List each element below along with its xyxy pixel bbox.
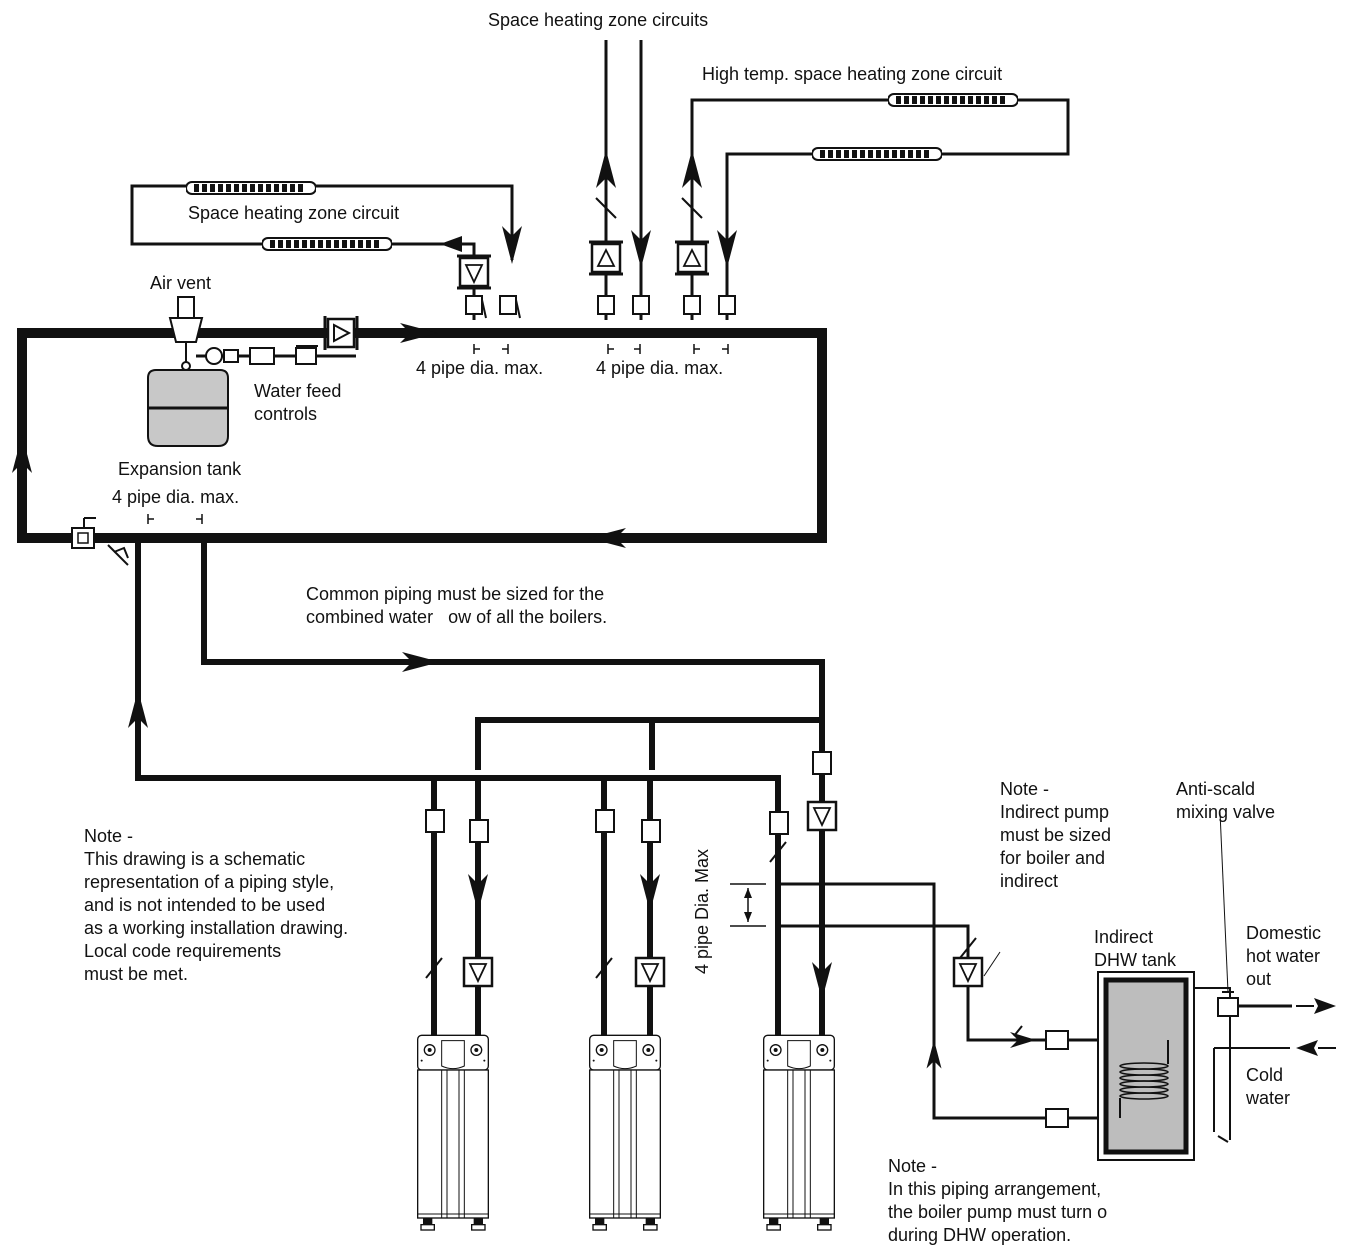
label-pipe-dia-max-1: 4 pipe dia. max. bbox=[416, 358, 544, 378]
leader-line bbox=[983, 951, 1001, 977]
label-space-heating-zone-circuits: Space heating zone circuits bbox=[488, 10, 709, 30]
note-boiler-pump: Note - In this piping arrangement, the b… bbox=[888, 1156, 1108, 1245]
label-indirect-dhw-tank: Indirect DHW tank bbox=[1094, 927, 1177, 970]
flow-arrow-left-icon bbox=[440, 236, 462, 252]
note-schematic: Note - This drawing is a schematic repre… bbox=[84, 826, 349, 984]
label-anti-scald: Anti-scald mixing valve bbox=[1176, 779, 1276, 822]
label-pipe-dia-max-left: 4 pipe dia. max. bbox=[112, 487, 240, 507]
water-feed-icon bbox=[196, 345, 356, 365]
label-cold-water: Cold water bbox=[1246, 1065, 1291, 1108]
spacing-ticks bbox=[147, 344, 729, 524]
label-air-vent: Air vent bbox=[150, 273, 212, 293]
high-temp-zone-circuit bbox=[675, 93, 1070, 320]
expansion-tank-icon bbox=[147, 369, 229, 447]
note-indirect-pump: Note - Indirect pump must be sized for b… bbox=[1000, 779, 1112, 891]
expansion-tank-assembly bbox=[147, 296, 356, 447]
space-heating-zone-circuit bbox=[130, 181, 522, 320]
primary-loop bbox=[12, 316, 827, 548]
boiler-2-icon bbox=[588, 1034, 662, 1231]
label-water-feed-controls: Water feed controls bbox=[254, 381, 342, 424]
label-high-temp-zone-circuit: High temp. space heating zone circuit bbox=[702, 64, 1003, 84]
label-common-piping: Common piping must be sized for the comb… bbox=[306, 584, 608, 627]
label-expansion-tank: Expansion tank bbox=[118, 459, 242, 479]
boiler-branches bbox=[425, 751, 838, 1040]
anti-scald-valve-icon bbox=[1194, 811, 1336, 1143]
return-valve-icon bbox=[71, 517, 129, 566]
indirect-branch bbox=[730, 882, 1100, 1128]
indirect-dhw-tank-icon bbox=[1097, 971, 1195, 1161]
space-heating-zone-circuits bbox=[589, 40, 651, 320]
label-pipe-dia-max-2: 4 pipe dia. max. bbox=[596, 358, 724, 378]
boiler-3-icon bbox=[762, 1034, 836, 1231]
boiler-1-icon bbox=[416, 1034, 490, 1231]
air-vent-icon bbox=[177, 296, 195, 320]
primary-pump-icon bbox=[323, 316, 359, 350]
label-space-heating-zone-circuit: Space heating zone circuit bbox=[188, 203, 400, 223]
label-pipe-dia-max-vertical: 4 pipe Dia. Max bbox=[692, 848, 713, 975]
label-domestic-hot-water-out: Domestic hot water out bbox=[1246, 923, 1322, 989]
